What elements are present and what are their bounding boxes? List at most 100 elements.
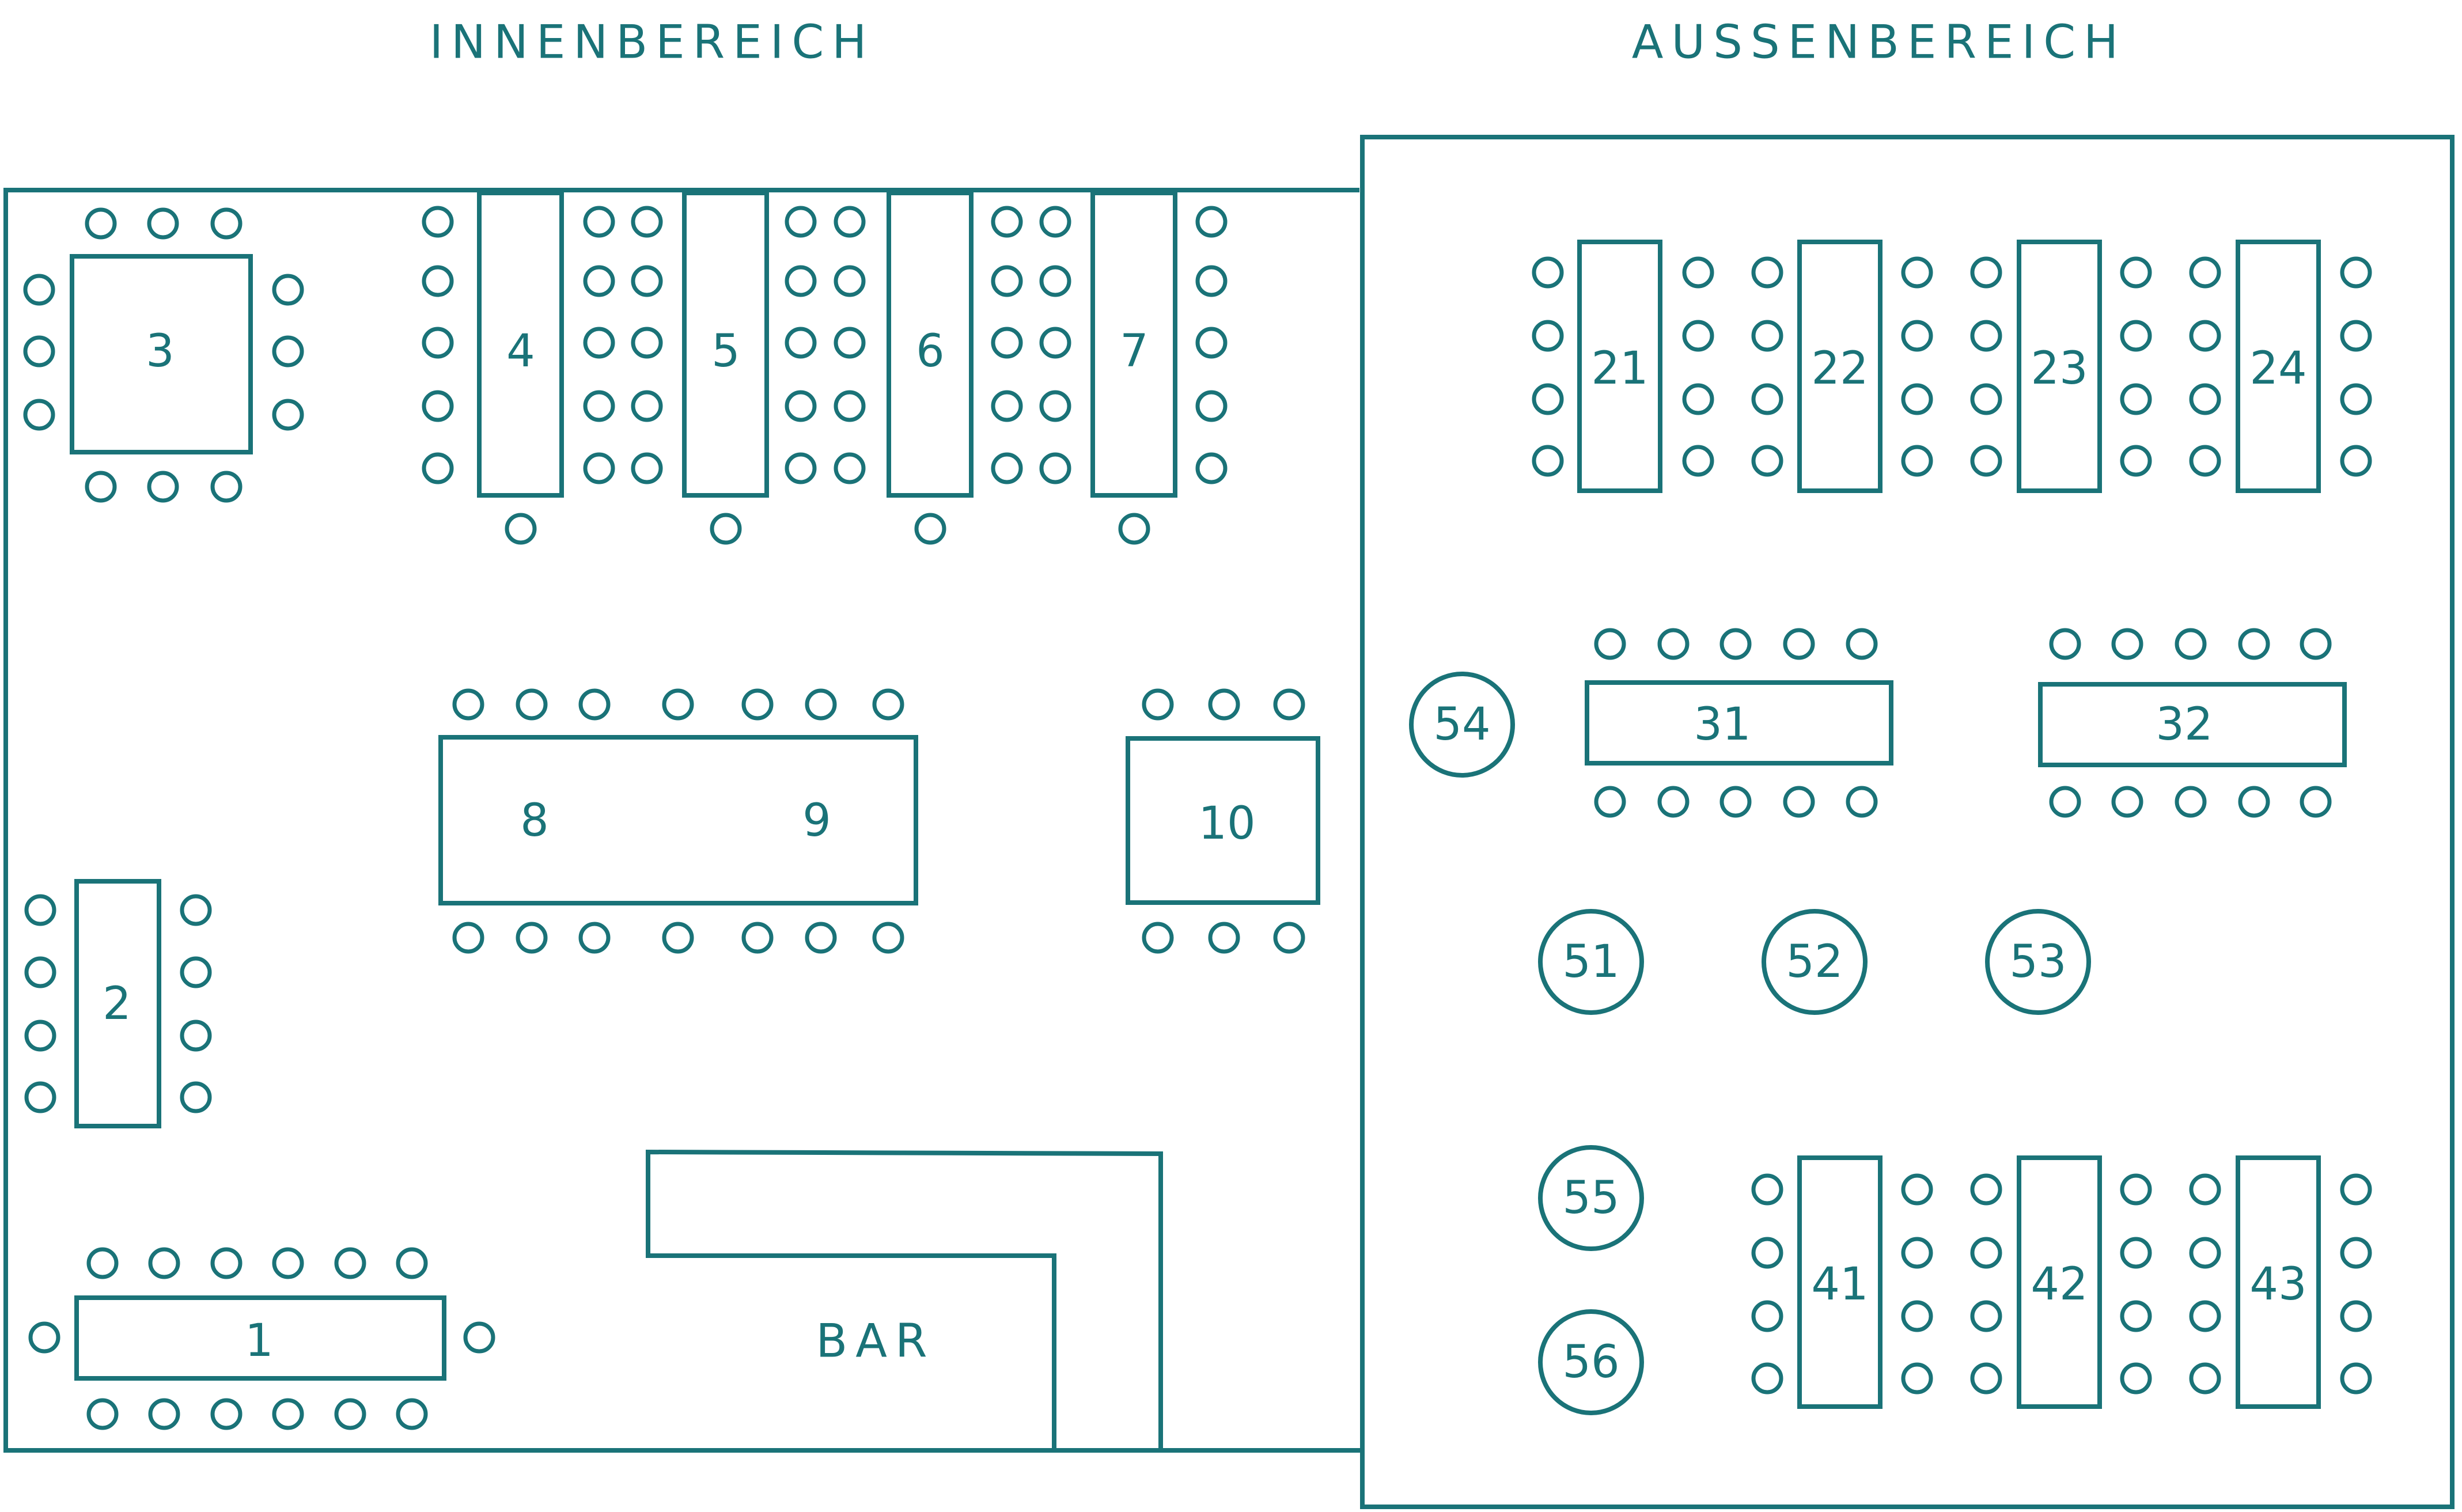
chair [1118,513,1150,545]
chair [1657,628,1690,660]
chair [2120,1237,2152,1269]
table-label-9: 9 [802,795,831,847]
table-41 [1797,1155,1883,1409]
table-55 [1538,1145,1644,1251]
chair [422,452,454,484]
chair [834,452,866,484]
table-label-4: 4 [506,325,535,377]
chair [85,207,117,240]
chair [180,894,212,926]
chair [2175,628,2207,660]
table-10 [1126,736,1320,905]
chair [1719,628,1752,660]
chair [1970,256,2002,289]
chair [2238,628,2270,660]
table-7 [1090,191,1177,498]
chair [1039,206,1071,238]
chair [1846,628,1878,660]
chair [452,688,484,721]
chair [180,1020,212,1052]
chair [583,390,615,422]
chair [2300,786,2332,818]
chair [2189,320,2221,352]
chair [24,1081,56,1113]
tables [70,191,2347,1415]
chair [583,327,615,359]
chair [1901,320,1933,352]
table-label-43: 43 [2249,1259,2306,1310]
chair [396,1247,428,1279]
chair [86,1398,119,1430]
chair [1719,786,1752,818]
chair [1195,206,1228,238]
chair [210,1247,243,1279]
chair [1751,256,1783,289]
chair [834,327,866,359]
chair [1682,320,1714,352]
chair [631,452,663,484]
table-3 [70,254,253,454]
chair [1142,922,1174,954]
chair [991,265,1023,297]
chair [631,390,663,422]
chair [1970,383,2002,415]
chair [991,390,1023,422]
chair [148,1247,180,1279]
chair [631,327,663,359]
chair [991,452,1023,484]
table-6 [887,191,974,498]
chair [872,922,904,954]
chair [516,922,548,954]
chair [1195,327,1228,359]
chair [24,956,56,988]
table-label-42: 42 [2031,1259,2088,1310]
chair [785,452,817,484]
chair [2120,383,2152,415]
chair [1751,1362,1783,1394]
chair [2049,628,2081,660]
table-label-7: 7 [1120,325,1149,377]
chair [24,894,56,926]
chair [2049,786,2081,818]
chair [578,688,611,721]
chair [805,688,837,721]
chair [272,1247,304,1279]
chair [2340,1300,2372,1332]
chair [785,390,817,422]
chair [2189,1300,2221,1332]
chair [1532,383,1564,415]
chair [334,1398,366,1430]
chair [710,513,742,545]
chair [1273,688,1305,721]
chair [1532,445,1564,477]
chair [1901,445,1933,477]
chair [2238,786,2270,818]
table-label-10: 10 [1198,798,1255,850]
chair [463,1321,495,1354]
chair [2120,1173,2152,1206]
chair [1970,1300,2002,1332]
chair [180,1081,212,1113]
chair [1039,452,1071,484]
chair [23,335,55,367]
chair [516,688,548,721]
chair [1901,256,1933,289]
table-label-22: 22 [1811,343,1868,395]
table-label-53: 53 [2009,936,2066,988]
chair [28,1321,60,1354]
table-52 [1762,909,1868,1015]
chair [1195,452,1228,484]
table-label-56: 56 [1562,1336,1619,1388]
chair [24,1020,56,1052]
chair [272,274,304,306]
chair [210,207,243,240]
chair [583,452,615,484]
table-label-31: 31 [1694,699,1751,751]
chair [1208,922,1240,954]
chair [2189,383,2221,415]
table-56 [1538,1309,1644,1415]
chair [1682,445,1714,477]
table-8-9-block [438,735,918,905]
bar-counter [646,1149,1163,1453]
chair [147,471,179,503]
